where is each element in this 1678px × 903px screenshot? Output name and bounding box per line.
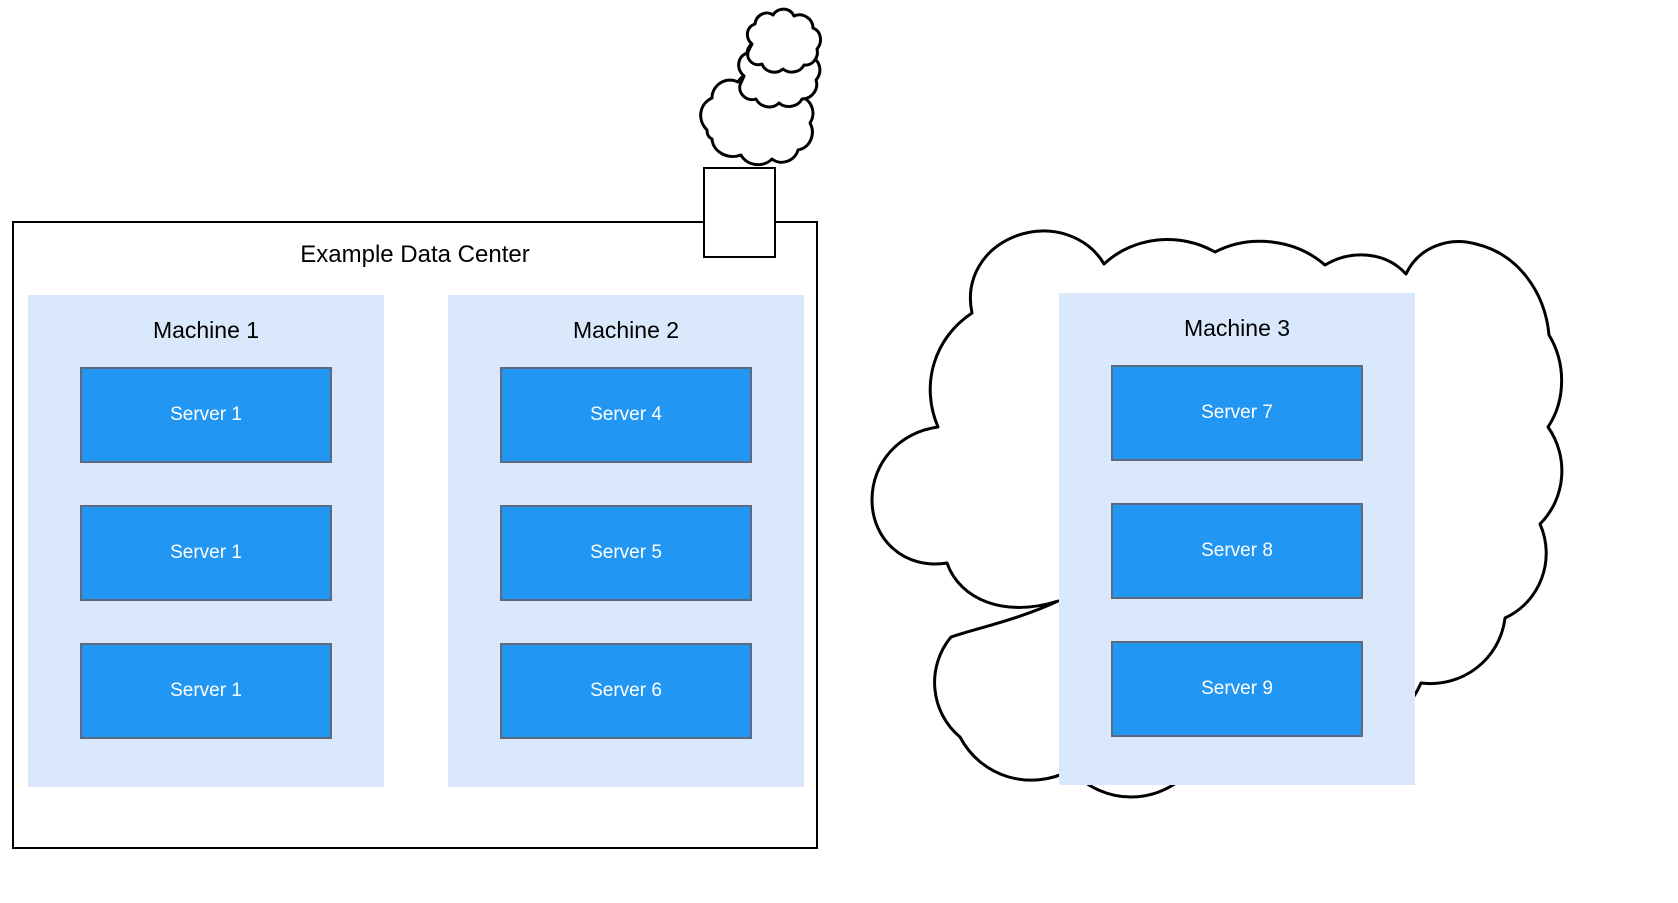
datacenter-container: Example Data Center Machine 1 Server 1 S… — [12, 221, 818, 849]
server-label: Server 1 — [170, 542, 242, 563]
server-box-2-2[interactable]: Server 5 — [500, 505, 752, 601]
server-label: Server 8 — [1201, 540, 1273, 561]
server-box-2-3[interactable]: Server 6 — [500, 643, 752, 739]
server-box-3-1[interactable]: Server 7 — [1111, 365, 1363, 461]
server-label: Server 1 — [170, 680, 242, 701]
machine-panel-1[interactable]: Machine 1 Server 1 Server 1 Server 1 — [28, 295, 384, 787]
server-box-2-1[interactable]: Server 4 — [500, 367, 752, 463]
machine-title-3: Machine 3 — [1183, 315, 1291, 341]
server-label: Server 9 — [1201, 678, 1273, 699]
datacenter-title: Example Data Center — [300, 241, 530, 268]
server-box-1-1[interactable]: Server 1 — [80, 367, 332, 463]
server-label: Server 6 — [590, 680, 662, 701]
machine-panel-3[interactable]: Machine 3 Server 7 Server 8 Server 9 — [1059, 293, 1415, 785]
machine-panel-2[interactable]: Machine 2 Server 4 Server 5 Server 6 — [448, 295, 804, 787]
server-label: Server 1 — [170, 404, 242, 425]
server-box-1-3[interactable]: Server 1 — [80, 643, 332, 739]
server-box-1-2[interactable]: Server 1 — [80, 505, 332, 601]
server-label: Server 5 — [590, 542, 662, 563]
server-box-3-3[interactable]: Server 9 — [1111, 641, 1363, 737]
machine-title-2: Machine 2 — [572, 317, 680, 343]
server-label: Server 4 — [590, 404, 662, 425]
smokestack-icon — [703, 167, 776, 258]
server-label: Server 7 — [1201, 402, 1273, 423]
server-box-3-2[interactable]: Server 8 — [1111, 503, 1363, 599]
machine-title-1: Machine 1 — [152, 317, 260, 343]
